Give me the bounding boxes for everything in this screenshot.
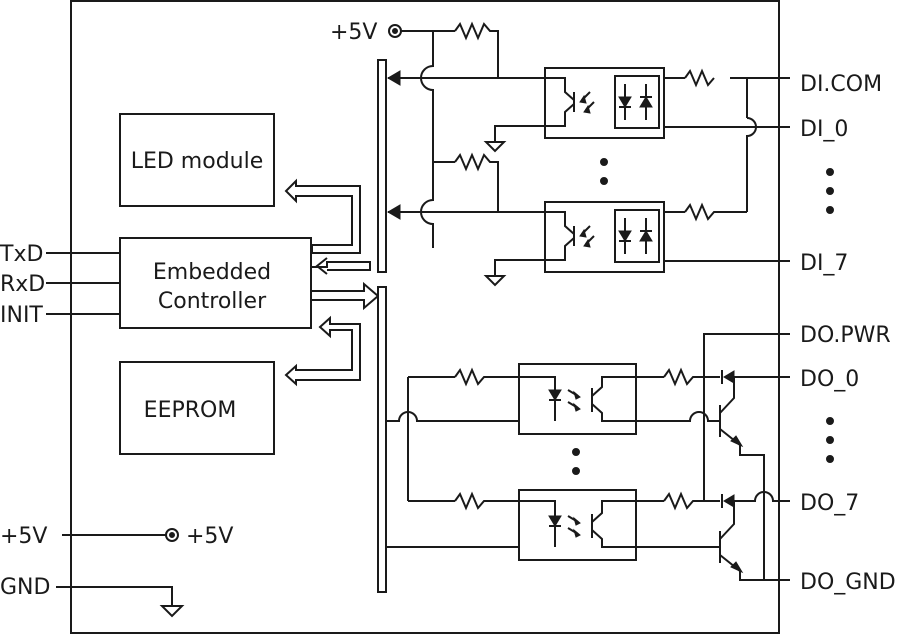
do-7-label: DO_7 <box>800 491 859 516</box>
do7-phototransistor <box>591 500 636 548</box>
gnd-label: GND <box>0 575 50 600</box>
controller-to-bus1-arrow <box>312 261 371 271</box>
di-7-label: DI_7 <box>800 251 848 276</box>
do-terminal-ellipsis-dot <box>826 436 834 444</box>
di0-phototransistor <box>545 77 575 127</box>
vcc-left-node <box>165 528 179 542</box>
led-module-block <box>119 113 275 207</box>
do7-light-arrowheads <box>573 516 581 538</box>
do-ellipsis-dot <box>572 448 580 456</box>
do7-diode <box>723 494 735 508</box>
controller-to-bus2-arrow <box>312 281 380 311</box>
di7-phototransistor <box>545 211 575 261</box>
di0-gnd-symbol <box>483 141 507 153</box>
embedded-controller-block <box>119 237 312 329</box>
do-pwr-label: DO.PWR <box>800 323 891 348</box>
gnd-symbol-left <box>159 605 185 618</box>
do-terminal-ellipsis-dot <box>826 455 834 463</box>
do0-diode <box>723 370 735 384</box>
vcc-rail <box>420 31 434 248</box>
do-0-label: DO_0 <box>800 367 859 392</box>
di7-led-box <box>614 209 660 263</box>
vcc-top-node-dot <box>392 28 398 34</box>
do7-led-wires <box>519 500 556 547</box>
controller-bus-arrowhead <box>315 257 328 275</box>
do-gnd-label: DO_GND <box>800 570 896 595</box>
init-label: INIT <box>0 303 43 328</box>
do0-transistor-leads <box>719 377 765 580</box>
di7-com-resistor <box>684 202 747 222</box>
di-ellipsis-dot <box>600 177 608 185</box>
do0-transistor-arrow <box>730 435 744 448</box>
vcc-left-node-label: +5V <box>186 524 233 549</box>
do7-transistor-leads <box>719 501 790 581</box>
do-pwr-rail <box>703 333 790 502</box>
vcc-top-label: +5V <box>330 20 377 45</box>
di7-arrowhead <box>387 204 401 220</box>
do0-transistor-base <box>636 411 720 422</box>
di-terminal-ellipsis-dot <box>826 187 834 195</box>
led-bus-arrow <box>284 178 361 254</box>
eeprom-label: EEPROM <box>144 398 237 423</box>
di7-gnd-wire <box>494 259 545 276</box>
do7-out-resistor <box>663 491 720 511</box>
do0-phototransistor <box>591 376 636 422</box>
output-bus <box>377 286 387 593</box>
do0-led-wires <box>519 376 556 421</box>
do-ellipsis-dot <box>572 467 580 475</box>
do7-ctrl-resistor <box>454 491 519 511</box>
txd-label: TxD <box>0 242 43 267</box>
di-com-bridge <box>746 117 757 212</box>
do0-optocoupler <box>518 363 637 435</box>
di0-arrowhead <box>387 70 401 86</box>
di-terminal-ellipsis-dot <box>826 206 834 214</box>
resistor-pullup-mid <box>454 152 499 212</box>
input-bus <box>377 59 387 273</box>
vcc-left-node-dot <box>169 532 175 538</box>
di-ellipsis-dot <box>600 158 608 166</box>
eeprom-bus-arrow <box>284 315 361 387</box>
di0-light-arrowheads <box>579 94 591 114</box>
vcc-left-label: +5V <box>0 524 47 549</box>
di0-gnd-wire <box>494 125 545 142</box>
do0-bus-return <box>386 411 519 422</box>
di7-gnd-symbol <box>483 275 507 287</box>
led-module-label: LED module <box>131 149 264 174</box>
do7-terminal-line <box>734 491 790 502</box>
eeprom-block <box>119 361 275 455</box>
di-com-label: DI.COM <box>800 72 882 97</box>
di7-led-wires <box>624 218 647 254</box>
controller-label-line1: Embedded <box>153 260 271 285</box>
do-terminal-ellipsis-dot <box>826 417 834 425</box>
gnd-wire <box>56 586 173 606</box>
controller-label-line2: Controller <box>158 289 267 314</box>
do0-out-resistor <box>663 367 720 387</box>
rxd-label: RxD <box>0 272 45 297</box>
di-0-label: DI_0 <box>800 117 848 142</box>
di0-led-wires <box>624 84 647 120</box>
do7-transistor-arrow <box>730 561 744 574</box>
di-terminal-ellipsis-dot <box>826 168 834 176</box>
di0-com-resistor <box>684 68 715 88</box>
do0-ctrl-resistor <box>454 367 519 387</box>
di7-light-arrowheads <box>579 228 591 248</box>
module-frame <box>70 0 780 634</box>
resistor-pullup-top <box>454 21 499 78</box>
do0-light-arrowheads <box>573 390 581 412</box>
